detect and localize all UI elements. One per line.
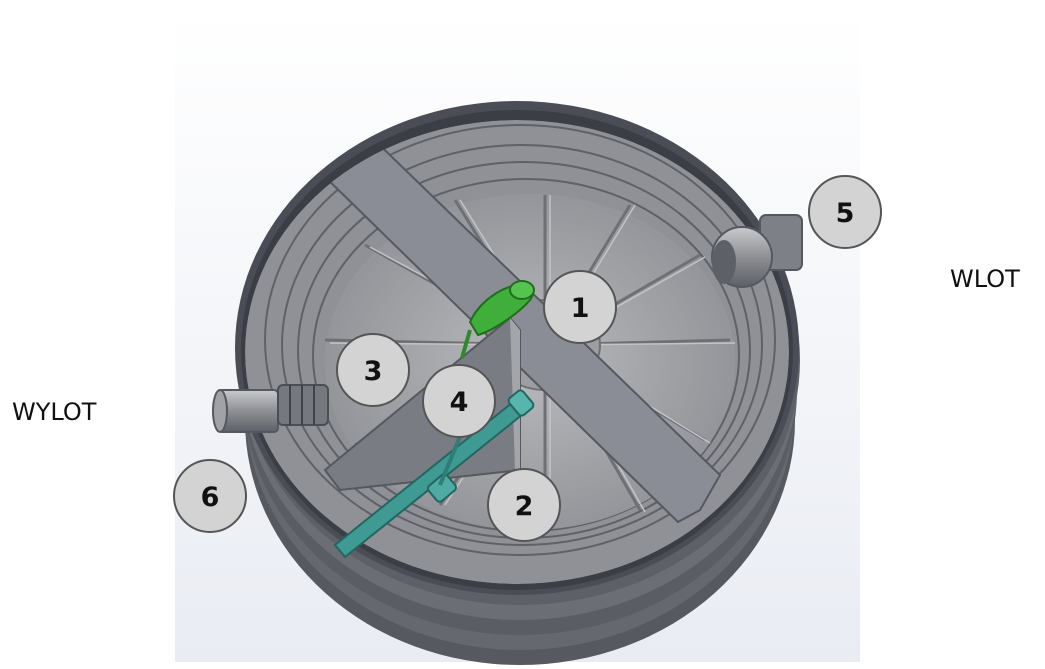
outlet-pipe [212, 384, 329, 433]
float-switch [460, 280, 535, 359]
callout-5-label: 5 [836, 198, 855, 229]
aeration-pipe [333, 389, 535, 559]
inlet-label: WLOT [950, 265, 1020, 293]
inlet-pipe [711, 214, 803, 288]
callout-6-label: 6 [201, 482, 220, 513]
callout-2: 2 [487, 468, 561, 542]
callout-3: 3 [336, 333, 410, 407]
callout-4-label: 4 [450, 387, 469, 418]
callout-3-label: 3 [364, 356, 383, 387]
callout-2-label: 2 [515, 491, 534, 522]
outlet-label: WYLOT [12, 398, 97, 426]
callout-1-label: 1 [571, 293, 590, 324]
callout-1: 1 [543, 270, 617, 344]
callout-4: 4 [422, 364, 496, 438]
callout-5: 5 [808, 175, 882, 249]
callout-6: 6 [173, 459, 247, 533]
